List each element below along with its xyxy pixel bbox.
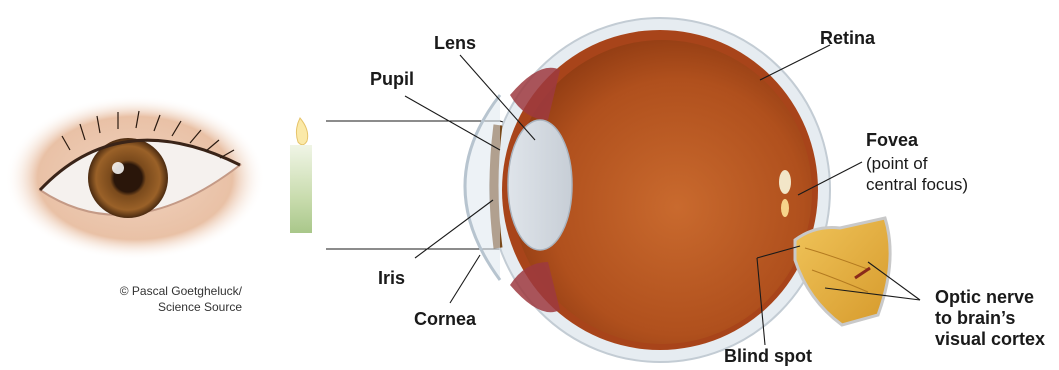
label-blind-spot: Blind spot [724, 346, 812, 367]
photo-credit-line2: Science Source [120, 299, 242, 315]
label-lens: Lens [434, 33, 476, 54]
photo-credit: © Pascal Goetgheluck/ Science Source [120, 283, 242, 315]
eye-photo [5, 96, 265, 260]
label-cornea: Cornea [414, 309, 476, 330]
label-optic-nerve-3: visual cortex [935, 329, 1045, 350]
label-retina: Retina [820, 28, 875, 49]
label-fovea-desc-1: (point of [866, 153, 927, 174]
candle [290, 118, 312, 233]
label-pupil: Pupil [370, 69, 414, 90]
lens [508, 120, 572, 250]
label-optic-nerve-1: Optic nerve [935, 287, 1034, 308]
optic-nerve [795, 218, 890, 325]
fovea-mark [779, 170, 791, 194]
label-optic-nerve-2: to brain’s [935, 308, 1015, 329]
cornea [465, 95, 500, 280]
label-fovea-desc-2: central focus) [866, 174, 968, 195]
photo-credit-line1: © Pascal Goetgheluck/ [120, 283, 242, 299]
eyeball [465, 18, 830, 362]
label-fovea: Fovea [866, 130, 918, 151]
label-iris: Iris [378, 268, 405, 289]
